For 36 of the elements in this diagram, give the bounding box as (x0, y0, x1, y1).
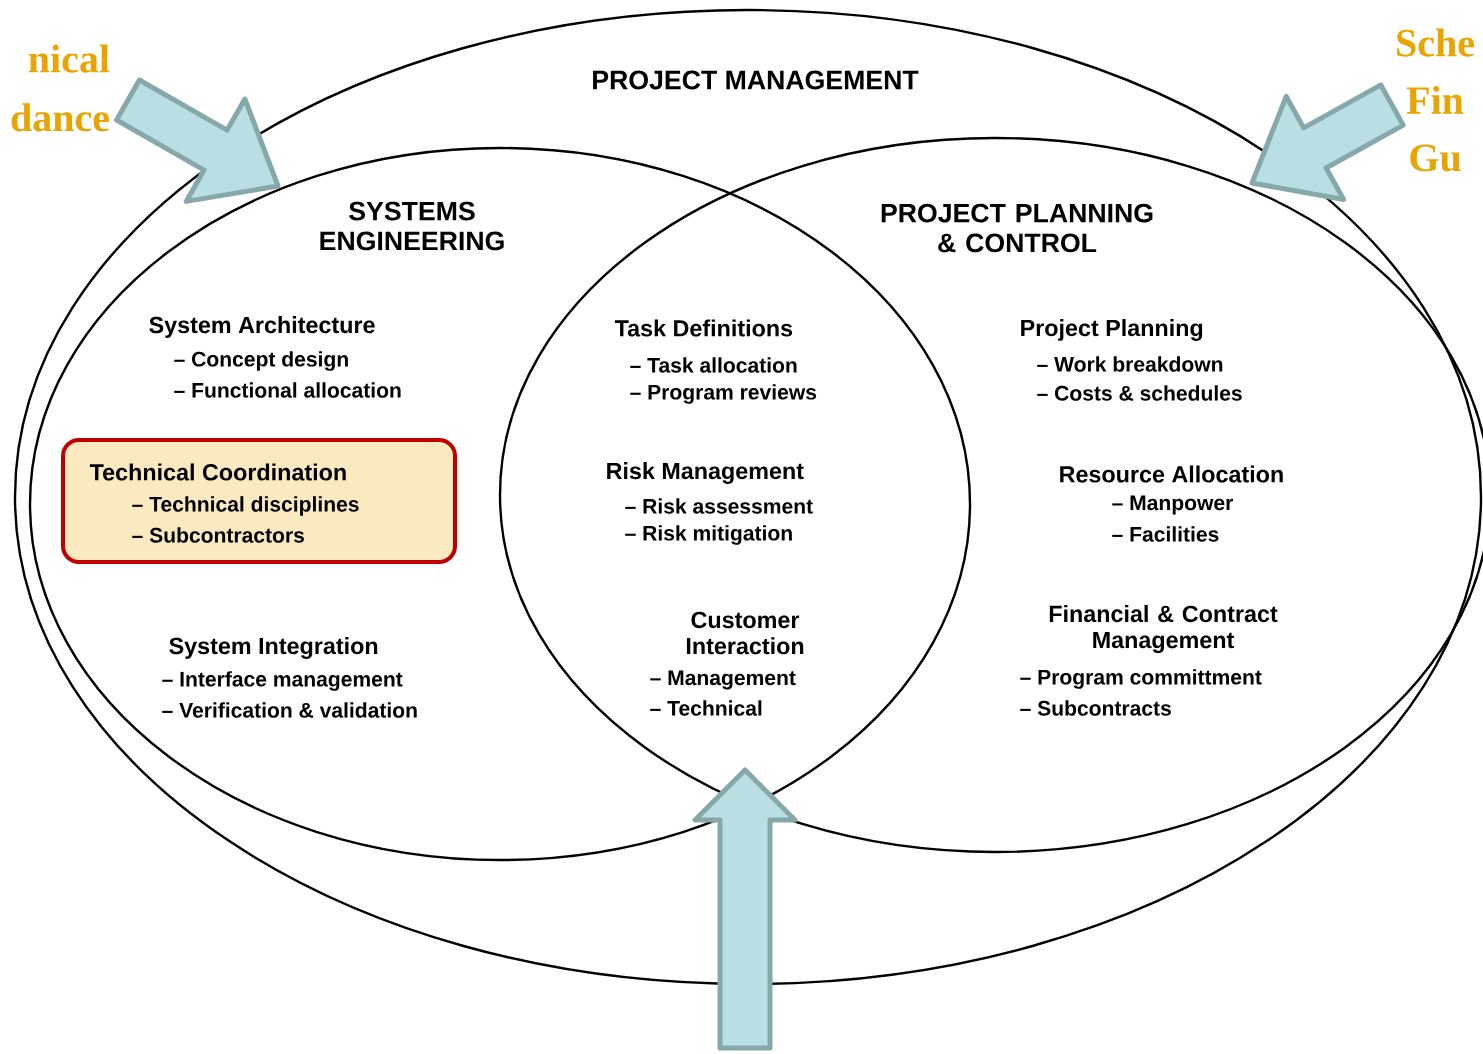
list-item: – Manpower (1112, 495, 1234, 515)
ellipse-heading: PROJECT MANAGEMENT (593, 70, 919, 90)
section-heading: Task Definitions (614, 319, 793, 337)
section-heading: Project Planning (1021, 319, 1203, 341)
list-item: – Technical (650, 700, 762, 716)
ellipse-heading: PROJECT PLANNING & CONTROL (881, 203, 1153, 253)
list-item: – Program committment (1020, 669, 1262, 689)
list-item: – Subcontracts (1020, 700, 1171, 716)
list-item: – Costs & schedules (1037, 385, 1242, 401)
section-heading: System Integration (169, 637, 378, 659)
guidance-text: Sche Fin Gu (1397, 28, 1474, 172)
section-heading: System Architecture (149, 316, 375, 338)
list-item: – Work breakdown (1037, 356, 1223, 372)
list-item: – Interface management (162, 671, 403, 691)
list-item: – Task allocation (630, 357, 797, 373)
list-item: – Technical disciplines (132, 496, 359, 516)
list-item: – Management (650, 670, 796, 690)
guidance-text: nical dance (11, 44, 110, 132)
section-heading: Resource Allocation (1060, 465, 1283, 483)
section-heading: Customer Interaction (686, 611, 804, 655)
list-item: – Functional allocation (174, 382, 401, 398)
section-heading: Technical Coordination (89, 463, 346, 481)
highlight-box (61, 438, 457, 564)
list-item: – Subcontractors (132, 527, 304, 543)
block-arrow (692, 767, 798, 1051)
list-item: – Verification & validation (162, 702, 417, 718)
block-arrow (114, 77, 281, 204)
section-heading: Risk Management (607, 462, 804, 484)
section-heading: Financial & Contract Management (1049, 605, 1278, 653)
block-arrow (1249, 82, 1406, 202)
list-item: – Risk assessment (625, 498, 813, 514)
ellipse-heading: SYSTEMS ENGINEERING (320, 201, 504, 251)
list-item: – Concept design (174, 351, 348, 371)
list-item: – Program reviews (630, 384, 817, 404)
list-item: – Facilities (1112, 526, 1219, 542)
list-item: – Risk mitigation (625, 525, 792, 545)
